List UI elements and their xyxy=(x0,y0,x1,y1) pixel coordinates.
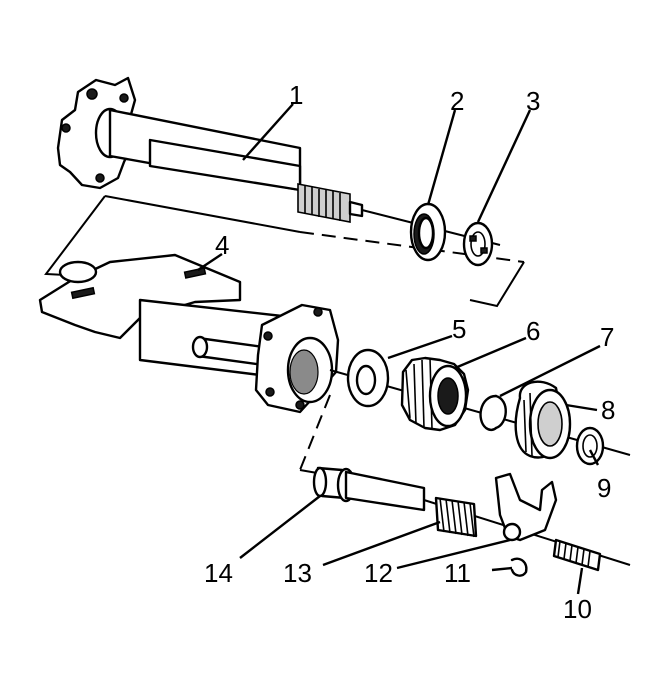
part-7-snap-ring xyxy=(479,394,507,432)
callout-1: 1 xyxy=(289,80,303,110)
part-11-clip xyxy=(510,557,528,577)
part-10-detent-spring xyxy=(552,538,602,572)
callout-6: 6 xyxy=(526,316,540,346)
callout-labels: 1 2 3 4 5 6 7 8 9 10 11 12 13 14 xyxy=(204,80,615,624)
callout-12: 12 xyxy=(364,558,393,588)
callout-8: 8 xyxy=(601,395,615,425)
callout-5: 5 xyxy=(452,314,466,344)
callout-10: 10 xyxy=(563,594,592,624)
part-4-housing xyxy=(38,253,631,456)
part-2-seal-ring xyxy=(409,202,447,262)
part-12-shift-fork xyxy=(494,472,558,542)
shaft-splines xyxy=(297,183,351,223)
part-6-gear-hub xyxy=(400,356,470,432)
part-5-thrust-washer xyxy=(346,348,390,408)
callout-2: 2 xyxy=(450,86,464,116)
part-3-retainer xyxy=(462,221,494,267)
part-8-shift-collar xyxy=(514,380,572,460)
callout-11: 11 xyxy=(444,558,471,588)
callout-leader-lines xyxy=(197,103,601,595)
callout-3: 3 xyxy=(526,86,540,116)
callout-9: 9 xyxy=(597,473,611,503)
part-13-spring xyxy=(434,496,478,538)
callout-7: 7 xyxy=(600,322,614,352)
callout-14: 14 xyxy=(204,558,233,588)
callout-4: 4 xyxy=(215,230,229,260)
part-9-washer xyxy=(575,426,605,466)
callout-13: 13 xyxy=(283,558,312,588)
